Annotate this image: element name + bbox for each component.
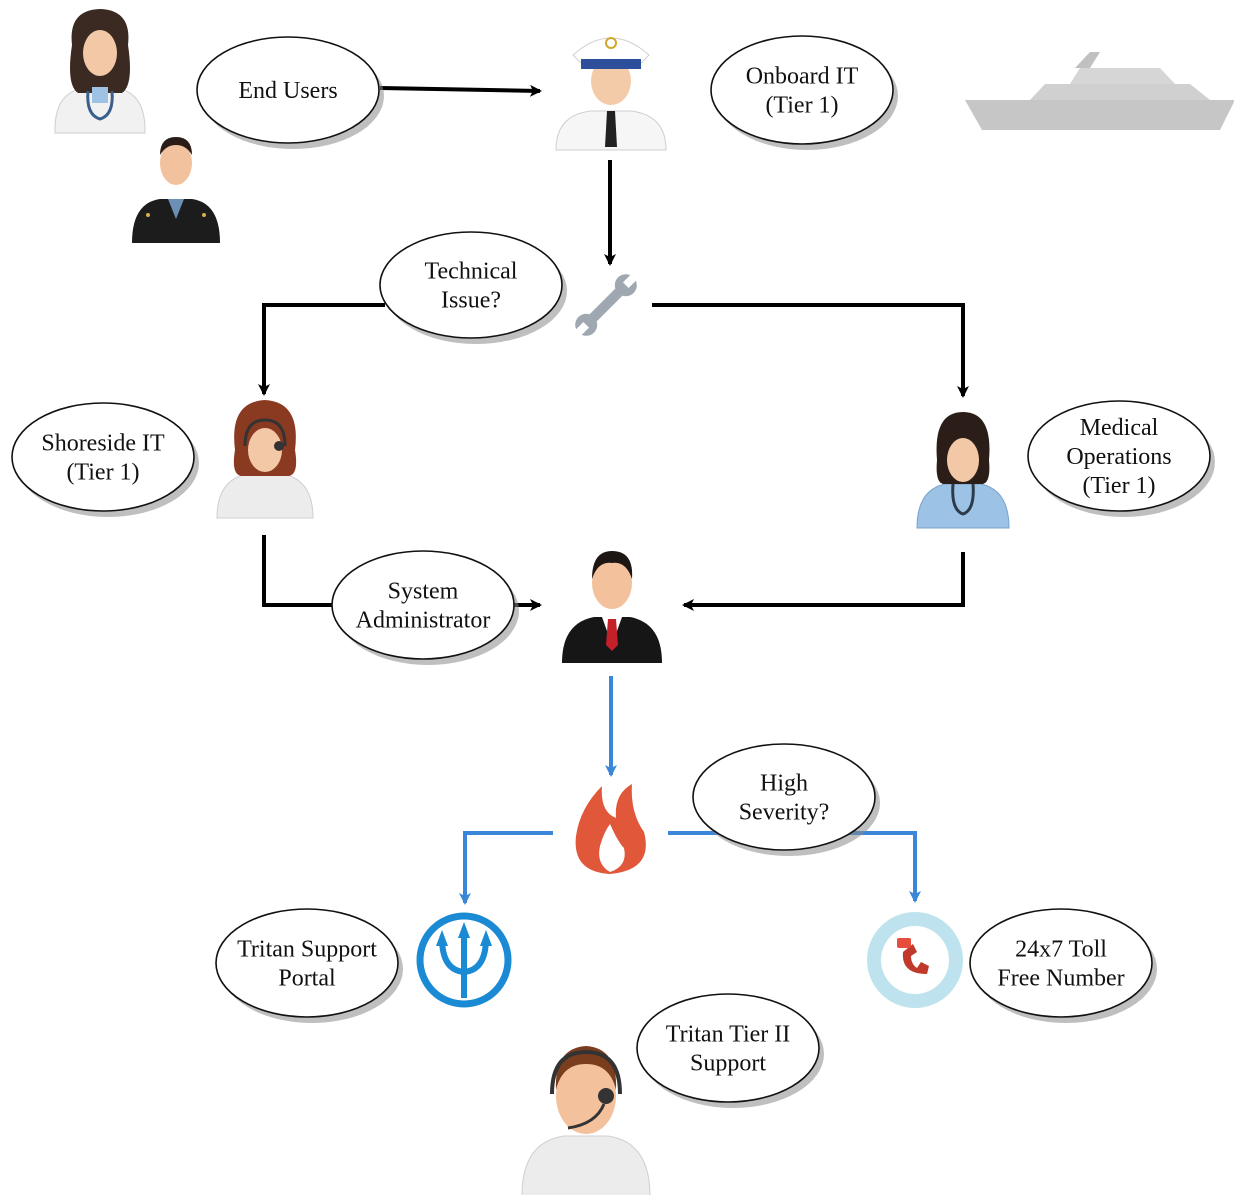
node-label: Shoreside IT (Tier 1) bbox=[41, 431, 165, 486]
node-label-line: Severity? bbox=[739, 800, 830, 826]
node-label-line: (Tier 1) bbox=[765, 93, 838, 119]
node-label-line: Medical bbox=[1080, 415, 1159, 441]
trident-icon bbox=[416, 912, 512, 1008]
nurse-icon bbox=[916, 412, 1010, 529]
node-label-line: Shoreside IT bbox=[41, 431, 165, 457]
edge-wrench-medical bbox=[652, 303, 969, 398]
node-label-line: Operations bbox=[1066, 444, 1171, 470]
node-label-line: Portal bbox=[278, 966, 336, 992]
headset-agent-female-icon bbox=[216, 400, 314, 519]
edge-endusers-onboard bbox=[379, 84, 542, 97]
node-label-line: High bbox=[760, 771, 808, 797]
edge-flame-portal bbox=[459, 831, 553, 905]
node-label-line: Onboard IT bbox=[746, 64, 859, 90]
node-label-line: Issue? bbox=[441, 288, 501, 314]
node-onboard-it: Onboard IT (Tier 1) bbox=[710, 35, 898, 150]
node-label-line: System bbox=[388, 579, 459, 605]
node-label-line: Tritan Support bbox=[237, 937, 377, 963]
node-label-line: 24x7 Toll bbox=[1015, 937, 1107, 963]
node-label-line: Support bbox=[690, 1051, 766, 1077]
edge-wrench-shoreside bbox=[258, 303, 385, 396]
node-label-line: Administrator bbox=[356, 608, 491, 634]
ship-officer-icon bbox=[132, 137, 220, 243]
doctor-female-icon bbox=[54, 9, 146, 134]
edge-medical-admin bbox=[682, 552, 965, 611]
node-end-users: End Users bbox=[196, 36, 384, 149]
headset-agent-male-icon bbox=[521, 1046, 651, 1195]
cruise-ship-icon bbox=[965, 52, 1234, 130]
node-label-line: (Tier 1) bbox=[1082, 473, 1155, 499]
flame-icon bbox=[575, 784, 646, 874]
black-connectors bbox=[258, 84, 969, 611]
node-label-line: Tritan Tier II bbox=[666, 1022, 790, 1048]
node-label: Tritan Tier II Support bbox=[666, 1022, 790, 1077]
node-tritan-tier-ii-support: Tritan Tier II Support bbox=[636, 993, 824, 1108]
businessman-icon bbox=[562, 551, 662, 663]
phone-24-7-icon bbox=[867, 912, 963, 1008]
captain-icon bbox=[555, 37, 667, 151]
node-label: Onboard IT (Tier 1) bbox=[746, 64, 859, 119]
node-label-line: Technical bbox=[425, 259, 518, 285]
node-label-line: End Users bbox=[238, 78, 337, 104]
node-shoreside-it: Shoreside IT (Tier 1) bbox=[11, 402, 199, 517]
node-label-line: (Tier 1) bbox=[66, 460, 139, 486]
node-label: End Users bbox=[238, 78, 337, 104]
node-label-line: Free Number bbox=[997, 966, 1124, 992]
wrench-icon bbox=[573, 272, 639, 338]
